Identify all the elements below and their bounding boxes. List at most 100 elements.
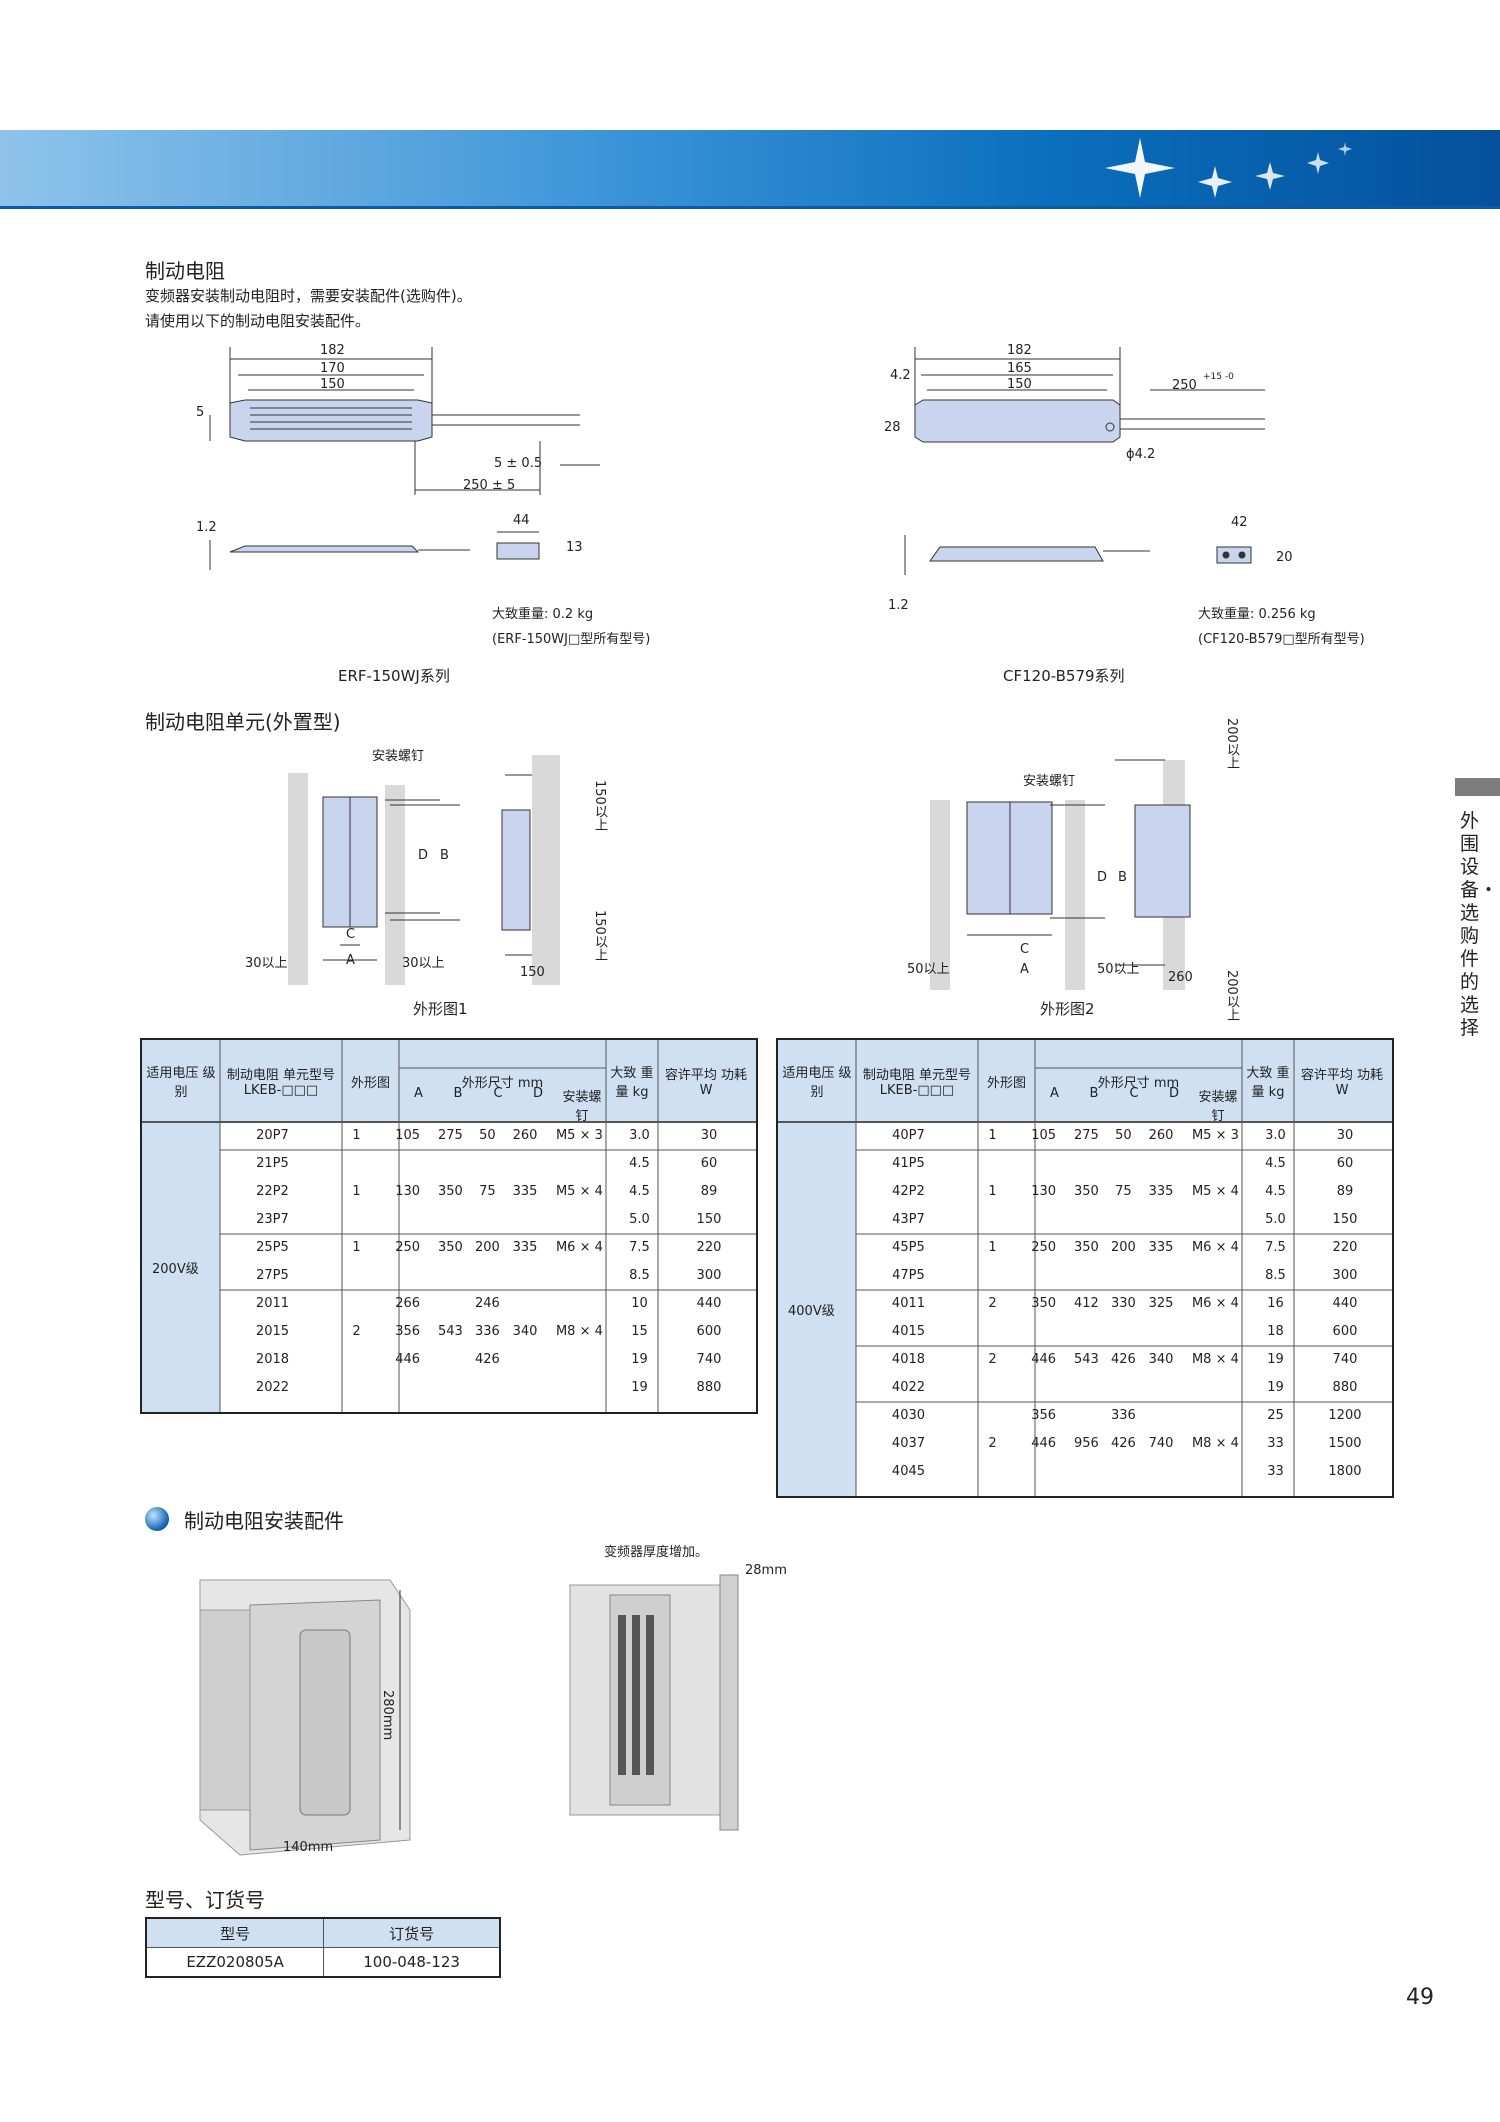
th-weight: 大致 重量 kg <box>610 1066 654 1100</box>
th-sub-b-400: B <box>1089 1086 1099 1101</box>
order-table: 型号 订货号 EZZ020805A 100-048-123 <box>145 1917 501 1978</box>
table-cell: M5 × 4 <box>1191 1184 1239 1199</box>
table-cell: 16 <box>1267 1296 1284 1311</box>
table-cell: 22P2 <box>256 1184 289 1199</box>
table-cell <box>432 1206 469 1234</box>
table-cell <box>544 1346 615 1374</box>
table-cell: 5.0 <box>629 1212 650 1227</box>
table-cell: 956 <box>1073 1436 1099 1451</box>
table-cell: 19 <box>631 1380 648 1395</box>
table-200v-voltage: 200V级 <box>152 1262 199 1277</box>
table-cell <box>1180 1374 1251 1402</box>
table-cell: 325 <box>1148 1296 1174 1311</box>
table-cell <box>469 1150 507 1178</box>
table-cell: 350 <box>1073 1240 1099 1255</box>
table-cell: 220 <box>696 1240 722 1255</box>
table-cell: 335 <box>512 1240 538 1255</box>
table-cell: 23P7 <box>256 1212 289 1227</box>
table-cell <box>1068 1374 1105 1402</box>
th-power: 容许平均 功耗 W <box>664 1068 748 1098</box>
cf-models: (CF120-B579□型所有型号) <box>1198 632 1365 647</box>
table-cell: 446 <box>395 1352 421 1367</box>
table-cell <box>1068 1402 1105 1430</box>
fig2-label-c: C <box>1020 942 1030 957</box>
table-cell: 4011 <box>891 1296 926 1311</box>
cf-dim-250: 250 <box>1172 378 1197 393</box>
table-cell: 4.5 <box>629 1156 650 1171</box>
table-cell: 7.5 <box>1265 1240 1286 1255</box>
table-cell <box>1068 1458 1105 1486</box>
table-cell: 426 <box>475 1352 500 1367</box>
page-number: 49 <box>1406 1985 1434 2010</box>
table-cell: 42P2 <box>892 1184 925 1199</box>
mounting-kit-side-image <box>569 1574 739 1831</box>
table-cell <box>1105 1458 1143 1486</box>
table-cell: 150 <box>696 1212 722 1227</box>
table-cell <box>506 1374 544 1402</box>
table-cell <box>142 1318 215 1346</box>
table-cell: M6 × 4 <box>1191 1296 1239 1311</box>
table-cell <box>1180 1206 1251 1234</box>
table-cell: 4015 <box>891 1324 926 1339</box>
cf-dim-42: 42 <box>1231 515 1248 530</box>
table-cell <box>544 1374 615 1402</box>
table-cell: 4022 <box>891 1380 926 1395</box>
table-cell: 440 <box>1332 1296 1358 1311</box>
table-cell: 60 <box>700 1156 718 1171</box>
table-cell: 543 <box>1073 1352 1099 1367</box>
table-cell: 27P5 <box>256 1268 289 1283</box>
fig2-label-d: D <box>1097 870 1108 885</box>
cf-top-view-drawing <box>914 347 1265 443</box>
table-cell: M5 × 4 <box>555 1184 603 1199</box>
table-cell: 33 <box>1267 1436 1284 1451</box>
table-cell: 4.5 <box>629 1184 650 1199</box>
fig2-bottom-clearance: 200以上 <box>1224 970 1239 1021</box>
table-cell: 356 <box>1031 1408 1057 1423</box>
table-cell: 25 <box>1267 1408 1284 1423</box>
star-decoration <box>1105 138 1352 198</box>
table-cell <box>1019 1206 1068 1234</box>
section-title-mounting-kit: 制动电阻安装配件 <box>184 1509 344 1533</box>
erf-dim-5: 5 <box>196 405 205 420</box>
table-cell: 4.5 <box>1265 1156 1286 1171</box>
table-cell <box>966 1318 1020 1346</box>
th-sub-b-200: B <box>453 1086 463 1101</box>
spec-table-400v-cells: 适用电压 级别 制动电阻 单元型号 LKEB-□□□ 外形图 外形尺寸 mm 大… <box>778 1040 1390 1122</box>
erf-dim-44: 44 <box>513 513 530 528</box>
table-cell: 10 <box>631 1296 648 1311</box>
table-cell: M6 × 4 <box>1191 1240 1239 1255</box>
table-cell <box>1068 1318 1105 1346</box>
table-cell <box>1142 1206 1180 1234</box>
table-cell <box>778 1206 851 1234</box>
table-cell <box>1180 1458 1251 1486</box>
table-cell: 25P5 <box>256 1240 289 1255</box>
table-cell: 266 <box>395 1296 421 1311</box>
table-cell <box>544 1206 615 1234</box>
table-cell: 1800 <box>1328 1464 1362 1479</box>
table-cell: 2015 <box>255 1324 290 1339</box>
bullet-dot-icon <box>145 1507 169 1531</box>
table-cell <box>1180 1150 1251 1178</box>
table-cell: 105 <box>1031 1128 1057 1143</box>
table-cell: 50 <box>1115 1128 1132 1143</box>
table-cell: 1 <box>988 1184 997 1199</box>
table-cell: 5.0 <box>1265 1212 1286 1227</box>
fig2-label-a: A <box>1020 962 1029 977</box>
table-cell <box>1142 1262 1180 1290</box>
table-cell <box>506 1262 544 1290</box>
fig2-screw-label: 安装螺钉 <box>1023 774 1076 789</box>
intro-line-2: 请使用以下的制动电阻安装配件。 <box>145 312 371 330</box>
table-cell: 18 <box>1267 1324 1284 1339</box>
table-cell <box>778 1458 851 1486</box>
th-sub-a-200: A <box>414 1086 423 1101</box>
table-cell: 2 <box>988 1352 997 1367</box>
table-cell: 440 <box>696 1296 722 1311</box>
banner-underline <box>0 206 1500 209</box>
